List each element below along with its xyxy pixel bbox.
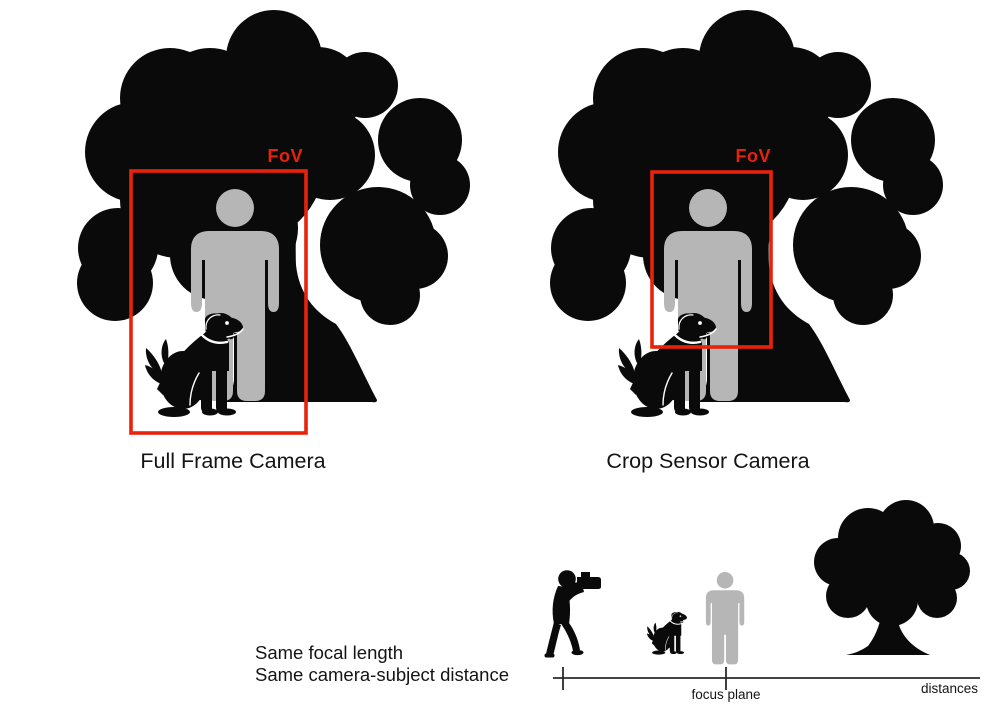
fov-label-full-frame: FoV <box>267 146 303 166</box>
fov-rectangle-full-frame <box>129 169 308 435</box>
conditions-note-line1: Same focal length <box>255 642 404 663</box>
caption-crop-sensor: Crop Sensor Camera <box>606 449 810 473</box>
distance-axis <box>553 667 980 690</box>
focus-plane-label: focus plane <box>691 687 761 702</box>
small-person-icon <box>705 572 745 665</box>
small-tree-icon <box>814 500 970 655</box>
conditions-note-line2: Same camera-subject distance <box>255 664 509 685</box>
scene-crop-sensor <box>550 10 943 417</box>
conditions-note: Same focal length Same camera-subject di… <box>255 642 509 686</box>
fov-label-crop-sensor: FoV <box>735 146 771 166</box>
small-dog-icon <box>646 611 688 656</box>
photographer-icon <box>544 570 601 658</box>
caption-full-frame: Full Frame Camera <box>140 449 326 473</box>
scene-full-frame <box>77 10 470 417</box>
fov-rectangle-crop-sensor <box>650 170 773 349</box>
distances-label: distances <box>920 681 978 696</box>
